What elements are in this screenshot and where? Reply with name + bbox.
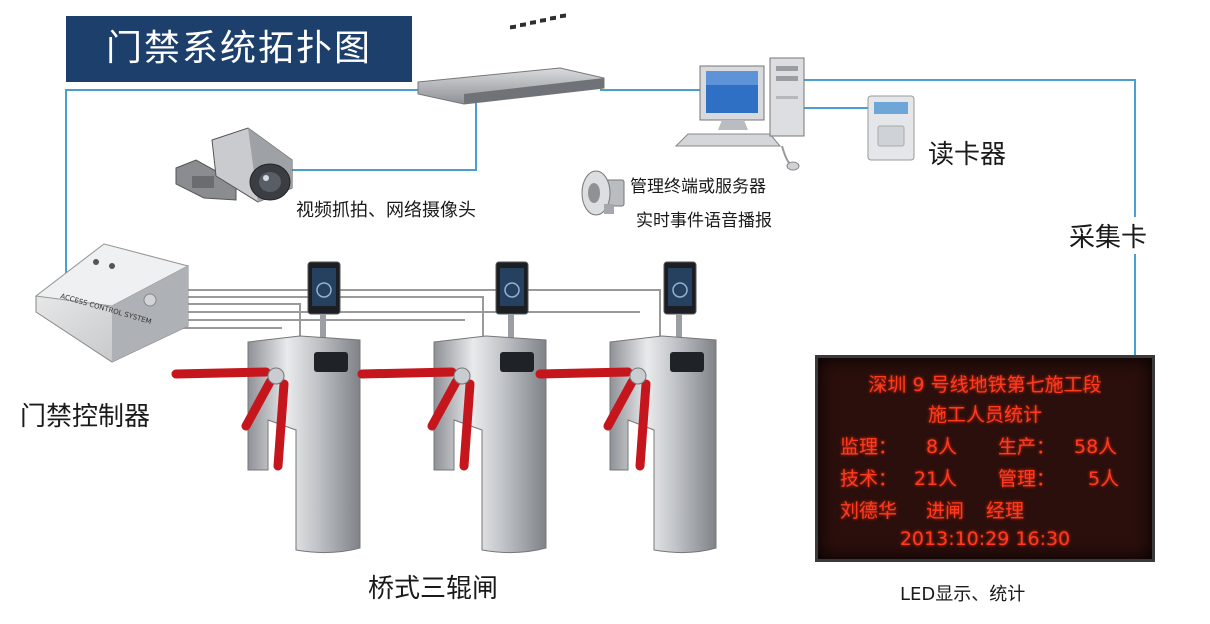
card-reader-icon [867,95,915,161]
tripod-turnstile-2 [357,261,547,554]
led-production-label: 生产： [998,436,1056,458]
led-person-role: 经理 [986,500,1025,522]
link-pc-led [800,79,1136,355]
label-capture-card: 采集卡 [1066,217,1151,254]
network-camera-icon [175,127,293,203]
label-card-reader: 读卡器 [928,140,1007,170]
led-supervisor-label: 监理： [840,436,898,458]
tripod-turnstile-3 [535,261,717,554]
led-management-count: 5人 [1088,468,1120,490]
network-switch [417,13,605,105]
speaker-horn-icon [581,170,625,216]
control-cables [176,289,661,342]
led-line-6: 2013:10:29 16:30 [899,528,1071,550]
management-terminal-icon [674,57,805,171]
led-display-board: 深圳 9 号线地铁第七施工段 施工人员统计 监理： 8人 生产： 58人 技术：… [815,355,1155,562]
access-controller-icon: ACCESS CONTROL SYSTEM [34,243,190,363]
led-production-count: 58人 [1074,436,1118,458]
led-line-2: 施工人员统计 [927,404,1042,426]
network-links [65,79,1136,355]
led-management-label: 管理： [998,468,1056,490]
led-supervisor-count: 8人 [926,436,958,458]
diagram-title: 门禁系统拓扑图 [66,16,412,82]
label-camera: 视频抓拍、网络摄像头 [296,200,476,221]
led-technical-count: 21人 [914,468,958,490]
led-line-1: 深圳 9 号线地铁第七施工段 [868,374,1102,396]
tripod-turnstile-1 [171,261,361,554]
label-led-caption: LED显示、统计 [900,584,1026,605]
label-speaker: 实时事件语音播报 [636,211,772,231]
link-controller-switch [65,89,420,280]
led-technical-label: 技术： [840,468,898,490]
led-person-action: 进闸 [926,500,965,522]
label-terminal: 管理终端或服务器 [630,177,766,197]
label-controller: 门禁控制器 [20,402,151,432]
link-switch-camera [290,98,477,171]
led-person-name: 刘德华 [840,500,898,522]
label-turnstile: 桥式三辊闸 [368,574,499,604]
